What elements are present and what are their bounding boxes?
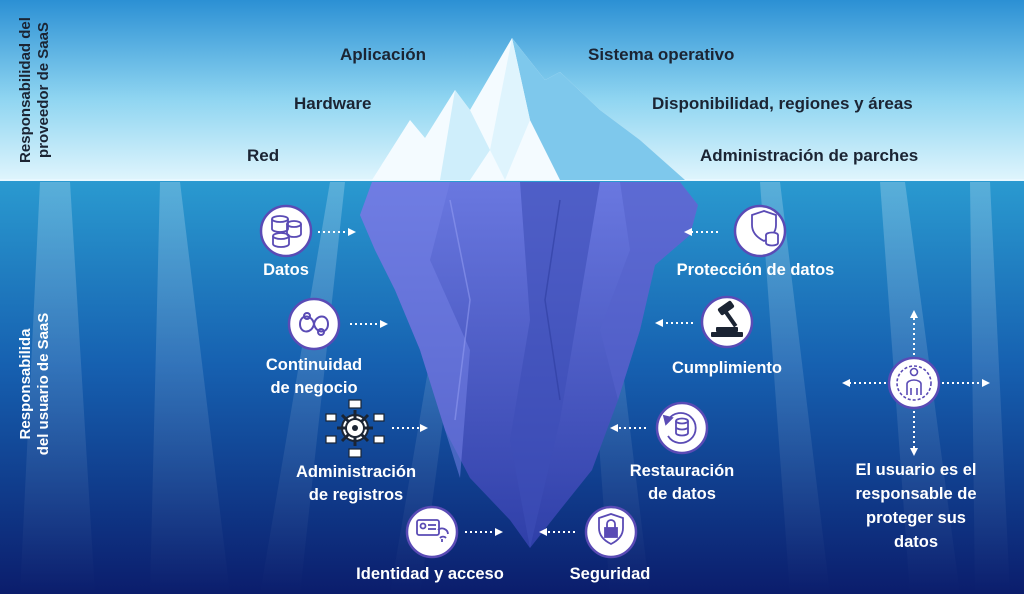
user-label-line1: Responsabilida (17, 328, 34, 440)
iceberg-tip (372, 38, 685, 180)
provider-item-hardware: Hardware (294, 94, 372, 113)
provider-item-sistema-operativo: Sistema operativo (588, 45, 735, 64)
database-stack-icon (271, 215, 302, 248)
registros-line1: Administración (295, 463, 417, 481)
user-item-restauracion: Restauración de datos (612, 460, 752, 506)
provider-item-parches: Administración de parches (700, 146, 919, 165)
iceberg-underwater (360, 182, 698, 548)
callout-line2: responsable de (855, 485, 977, 503)
provider-label-line1: Responsabilidad del (17, 17, 34, 163)
provider-responsibility-label: Responsabilidad del proveedor de SaaS (17, 10, 53, 170)
arrow-heads (348, 228, 990, 536)
continuidad-line2: de negocio (270, 379, 358, 397)
user-target-icon (896, 365, 932, 401)
user-label-line2: del usuario de SaaS (35, 312, 52, 456)
user-item-cumplimiento: Cumplimiento (672, 359, 782, 377)
shield-database-icon (751, 210, 779, 247)
restauracion-line1: Restauración (629, 462, 735, 480)
registros-line2: de registros (308, 486, 404, 504)
user-item-datos: Datos (263, 261, 309, 279)
dotted-arrows (318, 231, 982, 533)
user-callout: El usuario es el responsable de proteger… (836, 458, 996, 554)
database-restore-icon (662, 412, 697, 444)
callout-line4: datos (893, 533, 938, 551)
provider-label-line2: proveedor de SaaS (35, 22, 52, 158)
callout-line3: proteger sus (866, 509, 966, 527)
restauracion-line2: de datos (648, 485, 716, 503)
id-card-fingerprint-icon (416, 519, 449, 542)
callout-line1: El usuario es el (855, 461, 977, 479)
icon-circles (259, 204, 941, 559)
user-item-registros: Administración de registros (281, 461, 431, 507)
continuidad-line1: Continuidad (265, 356, 363, 374)
user-item-identidad: Identidad y acceso (356, 565, 504, 583)
provider-item-red: Red (247, 146, 280, 165)
gear-folders-icon (325, 399, 385, 458)
provider-item-disponibilidad: Disponibilidad, regiones y áreas (652, 94, 913, 113)
padlock-shield-icon (598, 513, 624, 546)
infinity-gears-icon (298, 312, 330, 336)
user-item-proteccion: Protección de datos (676, 261, 835, 279)
user-item-seguridad: Seguridad (569, 565, 651, 583)
user-item-continuidad: Continuidad de negocio (244, 354, 384, 400)
gavel-icon (711, 300, 743, 337)
provider-item-aplicacion: Aplicación (340, 45, 426, 64)
user-responsibility-label: Responsabilida del usuario de SaaS (17, 294, 53, 474)
